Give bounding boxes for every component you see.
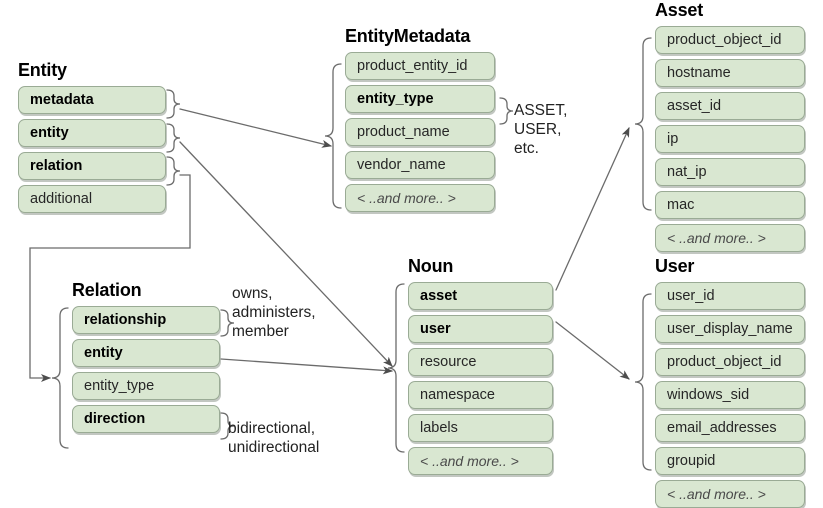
group-title-entitymetadata: EntityMetadata	[345, 26, 471, 46]
field-row[interactable]: < ..and more.. >	[655, 480, 805, 508]
field-row[interactable]: < ..and more.. >	[655, 224, 805, 252]
field-row[interactable]: entity	[72, 339, 220, 367]
annotation-relationship-values: owns, administers, member	[232, 285, 316, 340]
field-row[interactable]: relation	[18, 152, 166, 180]
field-row[interactable]: product_object_id	[655, 348, 805, 376]
field-row[interactable]: entity_type	[345, 85, 495, 113]
group-title-entity: Entity	[18, 60, 67, 80]
field-row[interactable]: direction	[72, 405, 220, 433]
group-title-asset: Asset	[655, 0, 704, 20]
field-row[interactable]: nat_ip	[655, 158, 805, 186]
field-row[interactable]: groupid	[655, 447, 805, 475]
field-row[interactable]: product_name	[345, 118, 495, 146]
field-row[interactable]: labels	[408, 414, 553, 442]
group-title-noun: Noun	[408, 256, 454, 276]
field-row[interactable]: vendor_name	[345, 151, 495, 179]
field-row[interactable]: metadata	[18, 86, 166, 114]
field-row[interactable]: user_display_name	[655, 315, 805, 343]
field-row[interactable]: asset_id	[655, 92, 805, 120]
field-row[interactable]: relationship	[72, 306, 220, 334]
field-row[interactable]: < ..and more.. >	[345, 184, 495, 212]
field-row[interactable]: namespace	[408, 381, 553, 409]
field-row[interactable]: ip	[655, 125, 805, 153]
field-row[interactable]: windows_sid	[655, 381, 805, 409]
field-row[interactable]: user	[408, 315, 553, 343]
field-row[interactable]: entity_type	[72, 372, 220, 400]
field-row[interactable]: asset	[408, 282, 553, 310]
annotation-direction-values: bidirectional, unidirectional	[228, 420, 320, 456]
field-row[interactable]: product_entity_id	[345, 52, 495, 80]
group-title-relation: Relation	[72, 280, 142, 300]
field-row[interactable]: product_object_id	[655, 26, 805, 54]
group-title-user: User	[655, 256, 695, 276]
field-row[interactable]: resource	[408, 348, 553, 376]
field-row[interactable]: hostname	[655, 59, 805, 87]
field-row[interactable]: email_addresses	[655, 414, 805, 442]
field-row[interactable]: additional	[18, 185, 166, 213]
annotation-entity-type-values: ASSET, USER, etc.	[514, 102, 568, 157]
field-row[interactable]: user_id	[655, 282, 805, 310]
field-row[interactable]: < ..and more.. >	[408, 447, 553, 475]
field-row[interactable]: mac	[655, 191, 805, 219]
field-row[interactable]: entity	[18, 119, 166, 147]
